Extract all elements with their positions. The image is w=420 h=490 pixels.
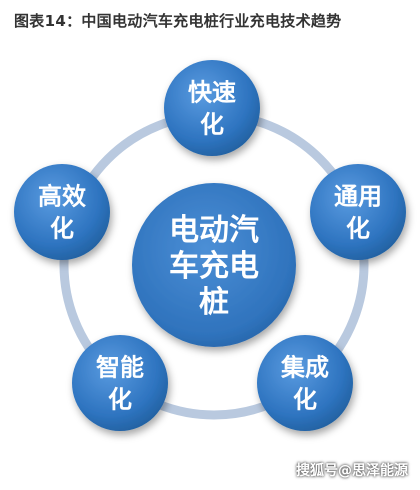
watermark: 搜狐号@思泽能源: [296, 463, 408, 479]
node-label-line: 高效: [38, 183, 86, 211]
node-circle: [164, 60, 260, 156]
node-universal: 通用化: [310, 164, 406, 260]
node-circle: [257, 335, 353, 431]
node-efficient: 高效化: [14, 164, 110, 260]
center-circle: 电动汽车充电桩: [132, 183, 296, 347]
node-fast: 快速化: [164, 60, 260, 156]
figure-label: 图表14：: [14, 12, 82, 30]
node-circle: [72, 335, 168, 431]
center-label-line: 车充电: [169, 249, 259, 284]
node-label-line: 化: [200, 111, 224, 139]
node-label-line: 化: [108, 386, 132, 414]
node-circle: [310, 164, 406, 260]
node-label-line: 快速: [188, 79, 236, 107]
node-label-line: 智能: [96, 354, 144, 382]
node-circle: [14, 164, 110, 260]
node-label-line: 化: [293, 386, 317, 414]
node-integration: 集成化: [257, 335, 353, 431]
figure-title-text: 中国电动汽车充电桩行业充电技术趋势: [81, 12, 342, 30]
node-label-line: 化: [50, 215, 74, 243]
node-smart: 智能化: [72, 335, 168, 431]
node-label-line: 集成: [280, 354, 329, 382]
center-label-line: 电动汽: [169, 213, 259, 248]
node-label-line: 化: [346, 215, 370, 243]
center-label-line: 桩: [199, 285, 229, 320]
figure-title: 图表14：中国电动汽车充电桩行业充电技术趋势: [14, 10, 341, 31]
node-label-line: 通用: [334, 183, 382, 211]
